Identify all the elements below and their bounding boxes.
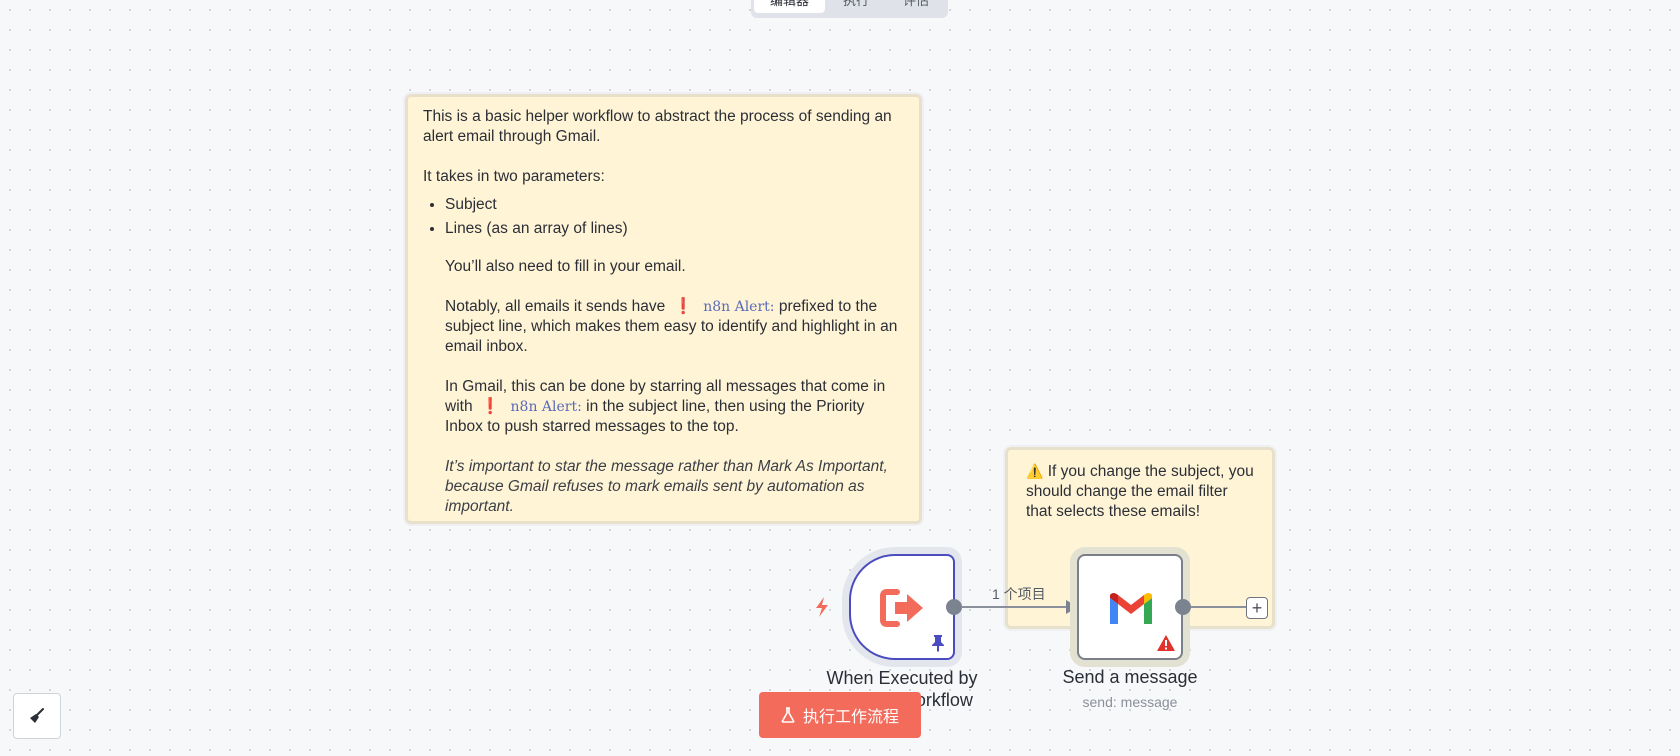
sticky-gmail-tip: In Gmail, this can be done by starring a… xyxy=(445,377,904,437)
sticky-params-list: Subject Lines (as an array of lines) xyxy=(423,195,904,239)
broom-icon xyxy=(30,708,44,723)
inline-code: n8n Alert: xyxy=(703,299,775,315)
tab-editor[interactable]: 编辑器 xyxy=(754,0,826,13)
inline-code: n8n Alert: xyxy=(510,399,582,415)
sticky-warning-text: If you change the subject, you should ch… xyxy=(1026,463,1254,520)
warning-triangle-icon xyxy=(1157,635,1175,651)
sticky-notably: Notably, all emails it sends have ❗ n8n … xyxy=(445,297,904,357)
add-node-button[interactable]: + xyxy=(1246,597,1268,619)
gmail-icon xyxy=(1110,593,1152,624)
sticky-intro: This is a basic helper workflow to abstr… xyxy=(423,108,892,145)
tab-executions[interactable]: 执行 xyxy=(843,0,870,8)
sticky-gmail-after: in the subject line, then using the Prio… xyxy=(445,398,865,435)
warning-icon: ⚠️ xyxy=(1026,463,1044,479)
gmail-output-handle[interactable] xyxy=(1175,599,1191,615)
exclamation-icon: ❗ xyxy=(480,398,501,415)
node-execute-workflow-trigger[interactable] xyxy=(849,554,955,660)
sticky-notably-before: Notably, all emails it sends have xyxy=(445,298,666,315)
execute-workflow-button[interactable]: 执行工作流程 xyxy=(759,692,921,738)
flask-icon xyxy=(781,707,795,723)
gmail-node-title: Send a message xyxy=(1062,667,1198,687)
sticky-note-main[interactable]: This is a basic helper workflow to abstr… xyxy=(405,94,922,524)
execute-workflow-label: 执行工作流程 xyxy=(802,709,899,726)
trigger-output-handle[interactable] xyxy=(946,599,962,615)
sticky-params-intro: It takes in two parameters: xyxy=(423,168,605,185)
sticky-notably-after: prefixed to the subject line, which make… xyxy=(445,298,898,355)
sticky-gmail-before: In Gmail, this can be done by starring a… xyxy=(445,378,886,415)
gmail-input-handle[interactable] xyxy=(1072,598,1080,616)
tab-evaluations[interactable]: 评估 xyxy=(903,0,930,8)
node-gmail-send[interactable] xyxy=(1077,554,1183,660)
gmail-node-subtitle: send: message xyxy=(1082,694,1178,710)
list-item: Lines (as an array of lines) xyxy=(445,219,904,239)
tidy-up-button[interactable] xyxy=(13,693,61,739)
view-tabs: 编辑器 执行 评估 xyxy=(751,0,949,18)
sticky-fill-email: You’ll also need to fill in your email. xyxy=(445,258,686,275)
lightning-icon xyxy=(816,597,828,617)
list-item: Subject xyxy=(445,195,904,215)
sign-out-icon xyxy=(880,589,923,627)
edge-item-count: 1 个项目 xyxy=(992,586,1046,602)
pin-icon xyxy=(932,635,944,652)
exclamation-icon: ❗ xyxy=(673,298,693,315)
sticky-important: It’s important to star the message rathe… xyxy=(445,458,888,515)
